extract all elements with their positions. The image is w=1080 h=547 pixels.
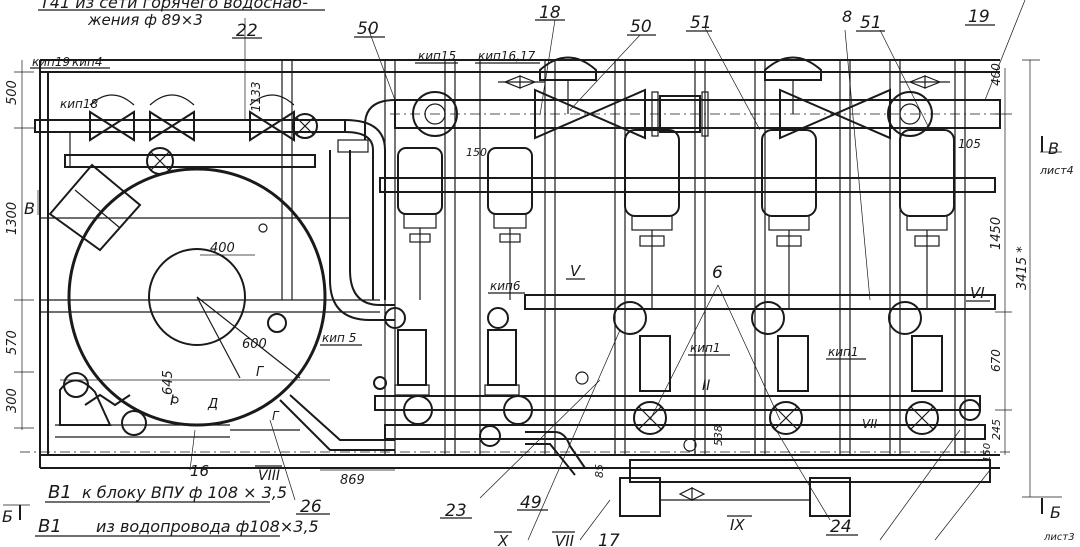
dim-left: 570 xyxy=(5,330,20,355)
section-letter: В xyxy=(1048,139,1059,158)
section-marker-b2: Б лист3 xyxy=(1041,498,1075,543)
instrument-tag: кип1 xyxy=(690,341,721,355)
dim-right: 670 xyxy=(989,349,1003,372)
pump-units xyxy=(397,129,955,310)
section-marker-b: В лист4 xyxy=(1039,136,1074,177)
pump-unit xyxy=(487,147,533,300)
roman-marker: V xyxy=(570,262,582,280)
instrument-tag: кип 5 xyxy=(322,331,356,345)
valve-assembly xyxy=(484,307,533,425)
dim-inner: 645 xyxy=(161,370,176,395)
position-number: 18 xyxy=(539,3,561,23)
cross-beams xyxy=(379,177,996,310)
dim-right: 400 xyxy=(989,63,1003,86)
position-number: 16 xyxy=(190,462,209,480)
section-letter: В xyxy=(24,199,35,218)
section-sheet: лист3 xyxy=(1043,532,1075,543)
position-number: 23 xyxy=(445,501,467,521)
valve-assembly xyxy=(888,301,943,435)
leader-lines xyxy=(189,0,1026,541)
instrument-tag: кип1 xyxy=(828,345,859,359)
dim-left: 300 xyxy=(5,388,20,413)
section-letter: Б xyxy=(2,507,13,526)
valve-assembly xyxy=(384,307,433,425)
dim-inner: 538 xyxy=(712,425,725,446)
section-letter: Б xyxy=(1050,503,1061,522)
section-sheet: лист4 xyxy=(1039,164,1074,177)
roman-marker: II xyxy=(702,378,710,394)
roman-marker: X xyxy=(497,532,509,547)
roman-marker: VII xyxy=(555,532,575,547)
dim-inner: 600 xyxy=(242,337,267,352)
instrument-tag: кип19 xyxy=(32,55,70,69)
roman-marker: IX xyxy=(730,516,745,534)
top-header-pipe xyxy=(390,56,1005,140)
instrument-tag: кип16,17 xyxy=(478,49,536,63)
position-number: 49 xyxy=(520,493,542,513)
valve-assembly xyxy=(613,301,671,435)
misc-label: Д xyxy=(207,397,218,412)
dimension-lines xyxy=(3,18,1062,506)
roman-marker: I xyxy=(170,393,174,409)
bottom-note-2: из водопровода ф108×3,5 xyxy=(96,517,319,536)
top-note-2: жения ф 89×3 xyxy=(87,11,203,29)
dim-left: 500 xyxy=(5,80,20,105)
left-section-marker: В Б xyxy=(2,199,35,526)
dim-inner: 8 xyxy=(842,7,852,26)
position-number: 6 xyxy=(712,263,723,283)
position-number: 19 xyxy=(968,7,990,27)
position-number: 50 xyxy=(357,19,379,39)
position-number: 50 xyxy=(630,17,652,37)
dim-inner: 150 xyxy=(466,146,487,159)
top-note: Т41 из сети горячего водоснаб- xyxy=(40,0,308,12)
lower-valves xyxy=(373,301,986,476)
dim-right: 1450 xyxy=(989,217,1004,250)
dim-inner: 869 xyxy=(340,473,365,488)
dim-overall: 3415 * xyxy=(1015,246,1030,290)
valve-assembly xyxy=(751,301,809,435)
pump-unit xyxy=(397,147,443,300)
roman-marker: VII xyxy=(862,417,878,431)
bottom-collector xyxy=(619,459,991,517)
dim-right: 245 xyxy=(990,419,1003,440)
dim-inner: 105 xyxy=(958,137,981,151)
roman-marker: VIII xyxy=(258,468,280,484)
instrument-tag: кип18 xyxy=(60,97,99,111)
misc-label: Г xyxy=(272,409,280,423)
dim-inner: 1133 xyxy=(249,81,263,112)
position-number: 51 xyxy=(860,13,882,33)
bottom-note-1: к блоку ВПУ ф 108 × 3,5 xyxy=(82,483,287,502)
dim-inner: 85 xyxy=(593,464,606,478)
left-manifold xyxy=(34,94,396,321)
instrument-tag: кип15 xyxy=(418,49,456,63)
position-number: 26 xyxy=(300,497,322,517)
pump-unit xyxy=(761,129,817,310)
dim-right: 150 xyxy=(982,443,993,462)
frame xyxy=(20,59,1010,469)
position-number: 51 xyxy=(690,13,712,33)
pump-unit xyxy=(899,129,955,310)
position-number: 22 xyxy=(236,21,258,41)
dim-left: 1300 xyxy=(5,202,20,235)
storage-tank xyxy=(48,163,395,451)
roman-marker: VI xyxy=(970,284,985,302)
bottom-note-1-code: В1 xyxy=(48,482,72,503)
position-number: 24 xyxy=(830,517,852,537)
bottom-note-2-code: В1 xyxy=(38,516,62,537)
dim-inner: 400 xyxy=(210,241,235,256)
instrument-tag: кип6 xyxy=(490,279,521,293)
misc-label: Г xyxy=(256,365,265,380)
instrument-tag: кип4 xyxy=(72,55,103,69)
pump-unit xyxy=(624,129,680,310)
position-number: 17 xyxy=(598,531,620,547)
